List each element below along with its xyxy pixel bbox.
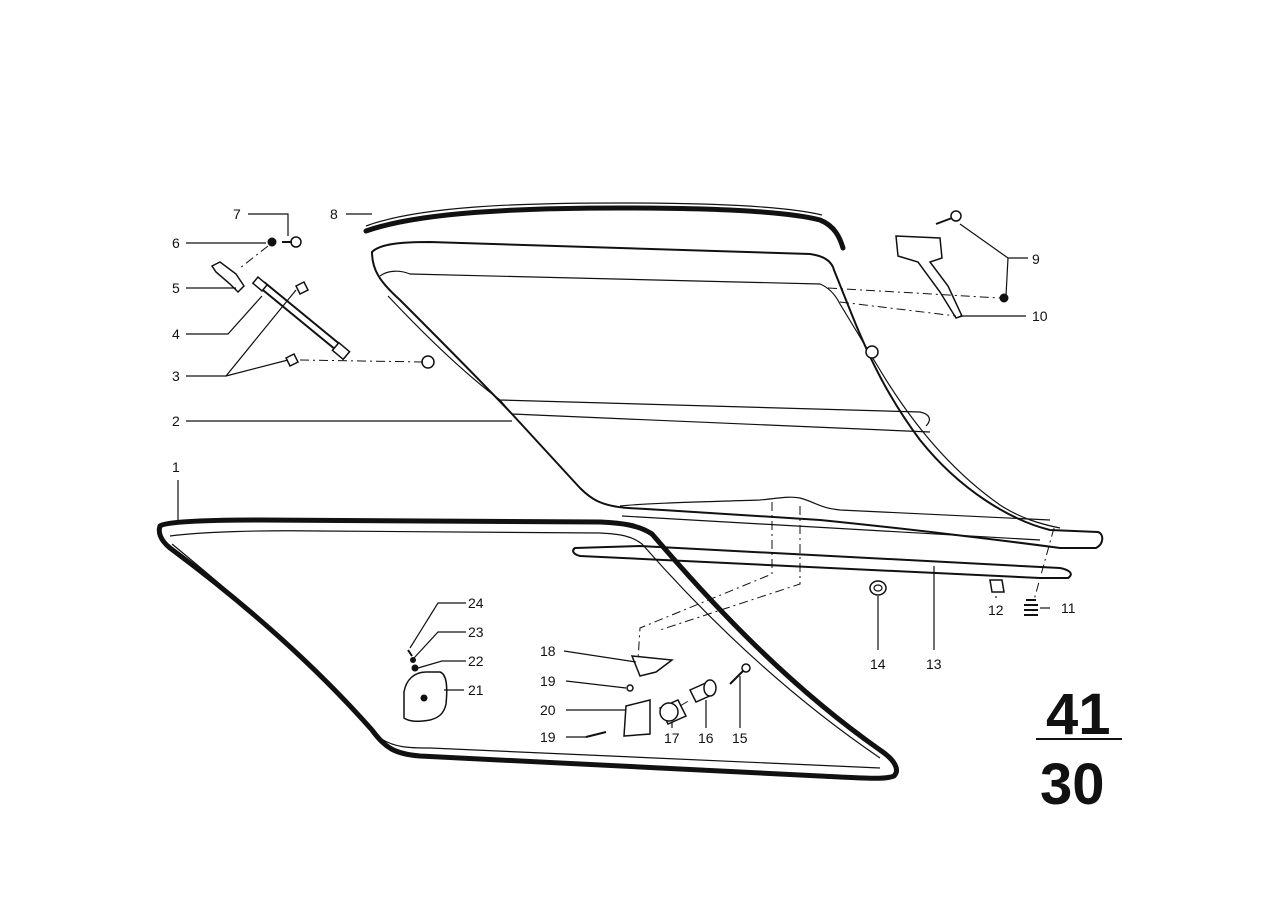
callout-8: 8 bbox=[330, 206, 338, 222]
callout-4: 4 bbox=[172, 326, 180, 342]
callout-20: 20 bbox=[540, 702, 556, 718]
callout-18: 18 bbox=[540, 643, 556, 659]
part-4-gas-strut bbox=[251, 276, 351, 361]
callout-9: 9 bbox=[1032, 251, 1040, 267]
part-5-bracket bbox=[210, 261, 245, 294]
callout-14: 14 bbox=[870, 656, 886, 672]
callout-2: 2 bbox=[172, 413, 180, 429]
callout-labels: 7 6 5 4 3 2 1 8 9 10 11 12 13 14 15 16 1… bbox=[172, 206, 1076, 746]
callout-6: 6 bbox=[172, 235, 180, 251]
part-6-nut bbox=[267, 237, 277, 247]
part-17-lock-cylinder bbox=[658, 699, 688, 725]
group-number: 41 30 bbox=[1036, 682, 1122, 817]
part-12-clip bbox=[989, 579, 1005, 593]
group-number-top: 41 bbox=[1046, 682, 1111, 747]
group-number-bottom: 30 bbox=[1040, 752, 1105, 817]
part-10-hinge-bracket bbox=[895, 235, 964, 319]
alignment-lines bbox=[239, 245, 1055, 707]
part-20-latch-bracket bbox=[623, 699, 651, 737]
callout-3: 3 bbox=[172, 368, 180, 384]
part-22-washer bbox=[411, 664, 419, 672]
callout-12: 12 bbox=[988, 602, 1004, 618]
callout-19-lower: 19 bbox=[540, 729, 556, 745]
callout-5: 5 bbox=[172, 280, 180, 296]
callout-21: 21 bbox=[468, 682, 484, 698]
callout-13: 13 bbox=[926, 656, 942, 672]
callout-17: 17 bbox=[664, 730, 680, 746]
part-8-trim-strip bbox=[363, 202, 846, 251]
part-24-screw bbox=[407, 649, 413, 657]
callout-19-upper: 19 bbox=[540, 673, 556, 689]
part-3-ball-socket bbox=[284, 280, 310, 368]
part-19-screw bbox=[585, 684, 634, 738]
part-16-lock-housing bbox=[688, 679, 717, 703]
part-21-cover-plate bbox=[403, 671, 448, 723]
part-11-spring bbox=[1024, 599, 1038, 616]
part-1-glass-seal bbox=[156, 517, 899, 781]
part-23-lock-washer bbox=[410, 657, 416, 663]
part-7-bolt bbox=[282, 236, 302, 248]
callout-11: 11 bbox=[1061, 600, 1076, 616]
leader-lines bbox=[177, 213, 1050, 738]
callout-23: 23 bbox=[468, 624, 484, 640]
callout-22: 22 bbox=[468, 653, 484, 669]
part-18-lock-plate bbox=[630, 655, 674, 677]
callout-7: 7 bbox=[233, 206, 241, 222]
frame-mount-point bbox=[421, 345, 879, 369]
callout-24: 24 bbox=[468, 595, 484, 611]
callout-15: 15 bbox=[732, 730, 748, 746]
part-15-key-pin bbox=[729, 663, 751, 685]
part-2-hatch-frame bbox=[371, 241, 1104, 549]
callout-16: 16 bbox=[698, 730, 714, 746]
part-13-seal-strip bbox=[572, 545, 1072, 579]
part-14-grommet bbox=[869, 580, 887, 596]
callout-10: 10 bbox=[1032, 308, 1048, 324]
callout-1: 1 bbox=[172, 459, 180, 475]
